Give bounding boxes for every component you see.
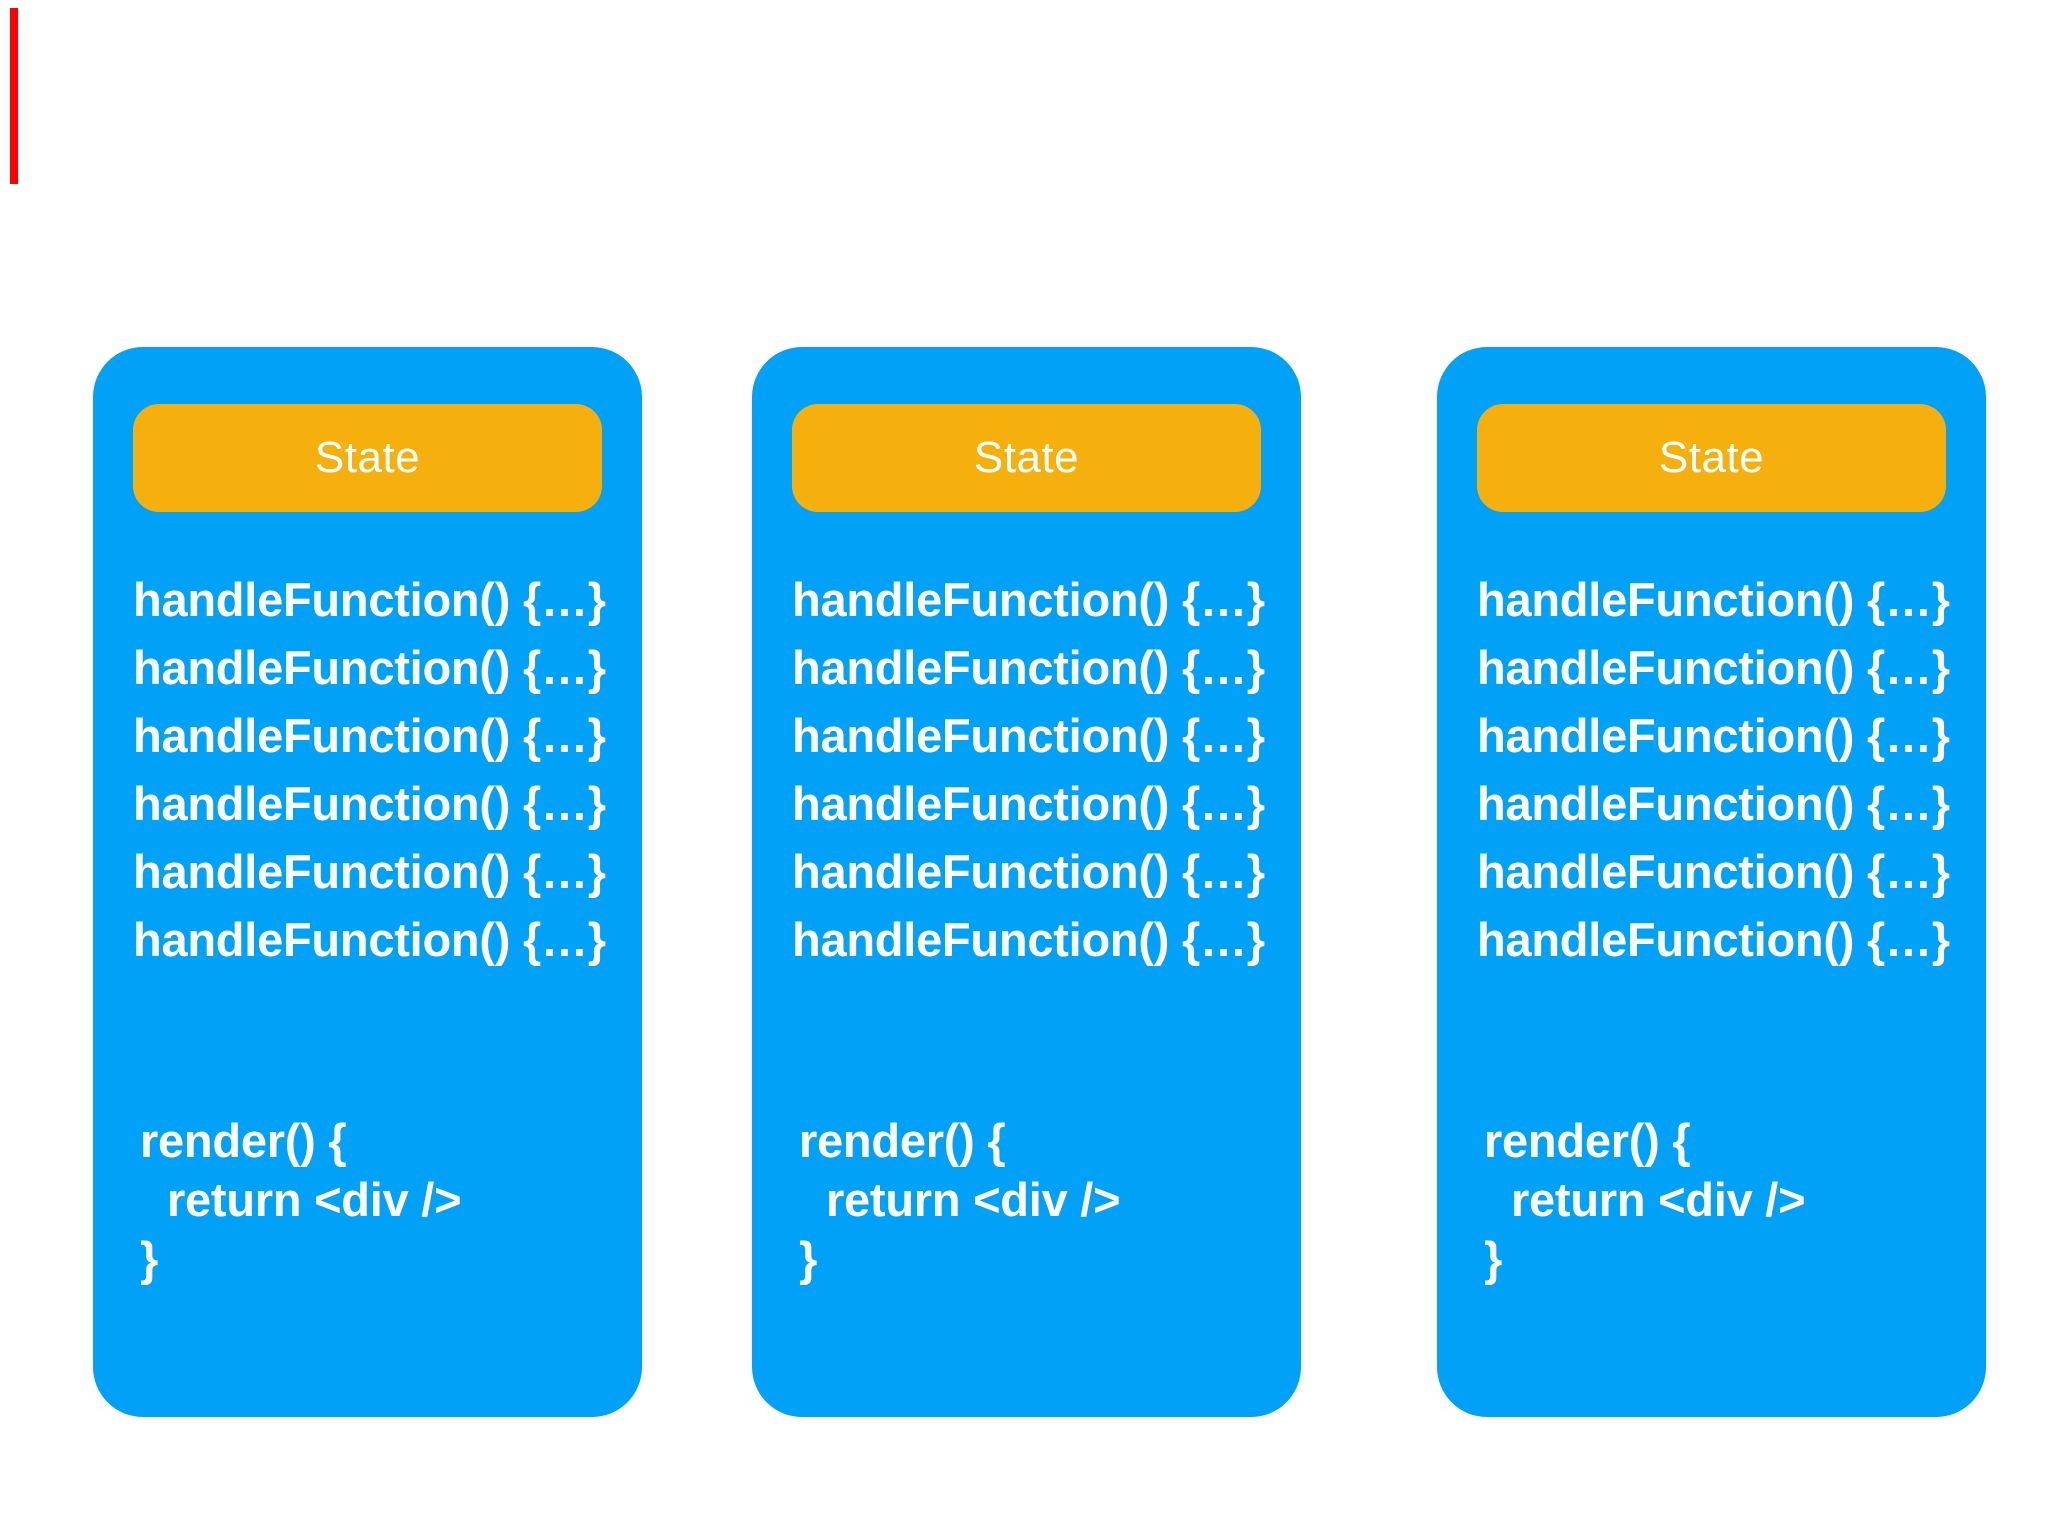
handler-function-line: handleFunction() {…} bbox=[792, 573, 1265, 626]
state-badge: State bbox=[133, 404, 602, 512]
component-card: State handleFunction() {…} handleFunctio… bbox=[1437, 347, 1986, 1417]
handler-function-line: handleFunction() {…} bbox=[133, 709, 606, 762]
render-code-line: } bbox=[140, 1232, 159, 1285]
handler-function-line: handleFunction() {…} bbox=[1477, 709, 1950, 762]
handler-function-line: handleFunction() {…} bbox=[792, 641, 1265, 694]
render-code-block: render() { return <div /> } bbox=[140, 1111, 462, 1288]
render-code-line: } bbox=[799, 1232, 818, 1285]
handler-function-line: handleFunction() {…} bbox=[133, 913, 606, 966]
render-code-line: render() { bbox=[1484, 1114, 1691, 1167]
handler-function-line: handleFunction() {…} bbox=[792, 777, 1265, 830]
handler-function-line: handleFunction() {…} bbox=[792, 845, 1265, 898]
handler-function-line: handleFunction() {…} bbox=[133, 641, 606, 694]
handler-function-line: handleFunction() {…} bbox=[1477, 641, 1950, 694]
handler-function-line: handleFunction() {…} bbox=[1477, 845, 1950, 898]
component-card: State handleFunction() {…} handleFunctio… bbox=[752, 347, 1301, 1417]
render-code-block: render() { return <div /> } bbox=[799, 1111, 1121, 1288]
component-card: State handleFunction() {…} handleFunctio… bbox=[93, 347, 642, 1417]
handler-function-line: handleFunction() {…} bbox=[792, 913, 1265, 966]
state-badge-label: State bbox=[973, 433, 1080, 482]
render-code-line: return <div /> bbox=[826, 1173, 1121, 1226]
render-code-line: render() { bbox=[140, 1114, 347, 1167]
render-code-block: render() { return <div /> } bbox=[1484, 1111, 1806, 1288]
state-badge: State bbox=[792, 404, 1261, 512]
handler-function-line: handleFunction() {…} bbox=[133, 573, 606, 626]
handler-function-line: handleFunction() {…} bbox=[1477, 573, 1950, 626]
state-badge-label: State bbox=[1658, 433, 1765, 482]
handler-function-line: handleFunction() {…} bbox=[1477, 913, 1950, 966]
render-code-line: return <div /> bbox=[167, 1173, 462, 1226]
render-code-line: } bbox=[1484, 1232, 1503, 1285]
handler-list: handleFunction() {…} handleFunction() {…… bbox=[792, 566, 1265, 974]
state-badge: State bbox=[1477, 404, 1946, 512]
state-badge-label: State bbox=[314, 433, 421, 482]
handler-list: handleFunction() {…} handleFunction() {…… bbox=[1477, 566, 1950, 974]
handler-list: handleFunction() {…} handleFunction() {…… bbox=[133, 566, 606, 974]
handler-function-line: handleFunction() {…} bbox=[1477, 777, 1950, 830]
render-code-line: render() { bbox=[799, 1114, 1006, 1167]
red-marker-line bbox=[10, 8, 18, 184]
handler-function-line: handleFunction() {…} bbox=[133, 777, 606, 830]
handler-function-line: handleFunction() {…} bbox=[133, 845, 606, 898]
handler-function-line: handleFunction() {…} bbox=[792, 709, 1265, 762]
render-code-line: return <div /> bbox=[1511, 1173, 1806, 1226]
